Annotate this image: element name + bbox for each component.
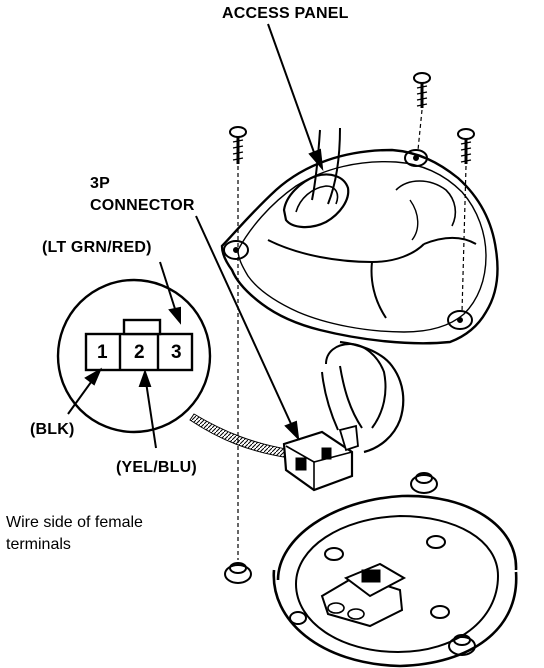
pin-1-label: 1	[97, 342, 108, 363]
label-blk: (BLK)	[30, 421, 75, 438]
label-access-panel: ACCESS PANEL	[222, 5, 349, 22]
label-wire-side-line1: Wire side of female	[6, 514, 143, 531]
pin-3-label: 3	[171, 342, 182, 363]
alignment-lines	[237, 109, 467, 560]
leader-lines	[67, 23, 324, 449]
wire-harness	[311, 127, 405, 454]
harness-band	[189, 413, 293, 459]
label-3p: 3P	[90, 175, 110, 192]
connector-3p	[282, 424, 359, 492]
label-yel-blu: (YEL/BLU)	[116, 459, 197, 476]
screw-right	[457, 128, 475, 164]
mounting-nuts	[224, 472, 476, 656]
screw-top	[413, 72, 431, 108]
access-panel	[220, 148, 499, 345]
connector-detail-circle	[56, 278, 212, 434]
label-wire-side: Wire side of female terminals	[6, 512, 143, 556]
label-lt-grn-red: (LT GRN/RED)	[42, 239, 152, 256]
screw-left	[229, 126, 247, 164]
pin-2-label: 2	[134, 342, 145, 363]
pump-base	[272, 494, 518, 668]
label-connector: CONNECTOR	[90, 197, 195, 214]
label-wire-side-line2: terminals	[6, 536, 71, 553]
